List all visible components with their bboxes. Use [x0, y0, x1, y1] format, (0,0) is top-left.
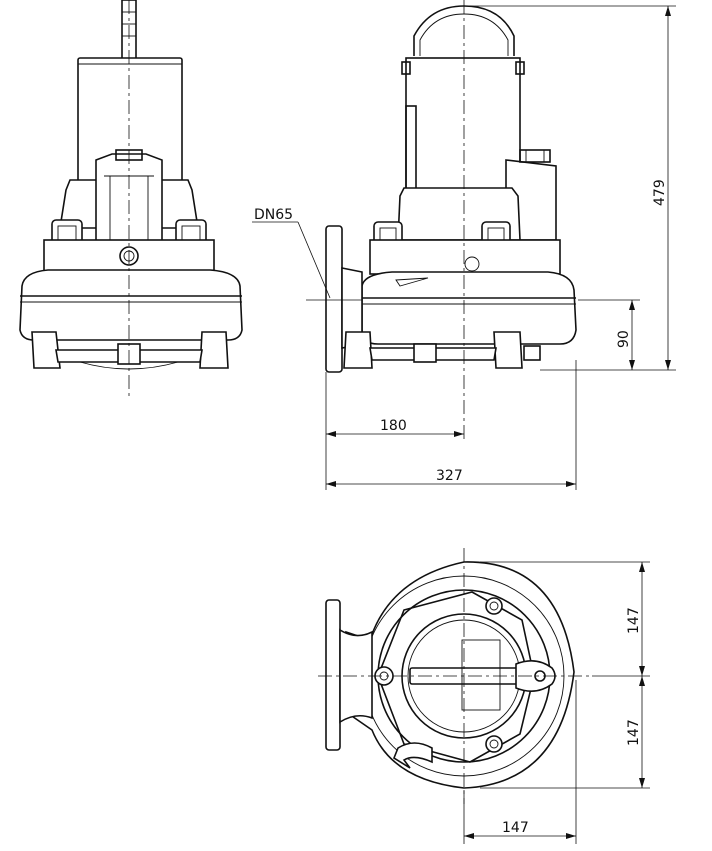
dimension-top-lower: 147: [480, 676, 650, 789]
total-height-label: 479: [652, 179, 668, 206]
outlet-size-callout: DN65: [252, 207, 331, 299]
side-view: [306, 0, 577, 440]
dimension-total-height: 479: [464, 5, 676, 371]
total-width-label: 327: [436, 468, 463, 484]
top-radius-label: 147: [502, 820, 529, 836]
outlet-height-label: 90: [616, 330, 632, 348]
front-view: [19, 0, 243, 400]
top-lower-label: 147: [626, 719, 642, 746]
dimension-outlet-height: 90: [578, 299, 640, 370]
dimension-top-upper: 147: [480, 561, 650, 677]
dimension-outlet-to-center: 180: [325, 372, 464, 490]
dimension-total-width: 327: [326, 360, 577, 490]
outlet-size-label: DN65: [254, 207, 293, 223]
top-upper-label: 147: [626, 607, 642, 634]
dimension-top-radius: 147: [463, 680, 577, 844]
top-view: [318, 548, 592, 804]
outlet-to-center-label: 180: [380, 418, 407, 434]
